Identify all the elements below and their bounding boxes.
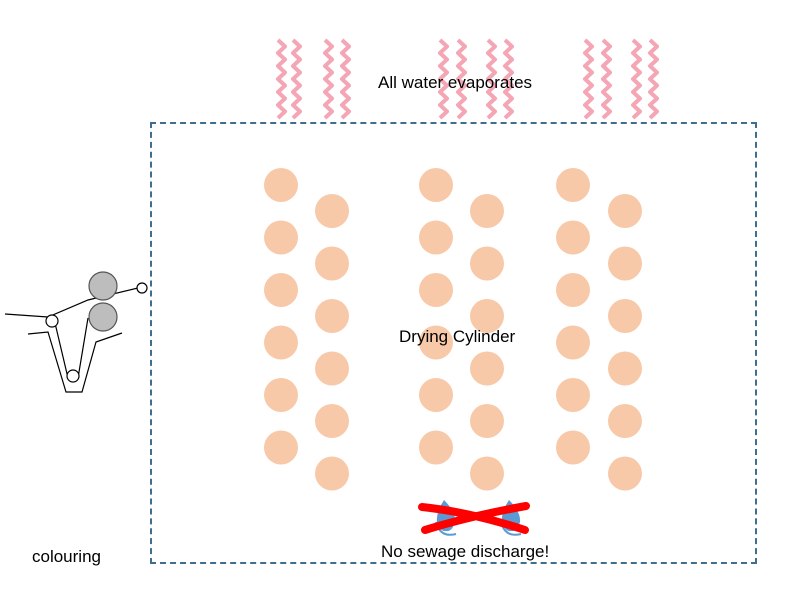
drying-cylinder	[556, 168, 590, 202]
steam-wave	[486, 38, 497, 120]
dryer-boundary	[150, 122, 757, 564]
drying-cylinder	[315, 404, 349, 438]
squeeze-roller-top	[88, 271, 118, 301]
drying-cylinder	[264, 378, 298, 412]
dye-trough	[27, 331, 123, 393]
drying-cylinder	[419, 430, 453, 465]
drying-cylinder	[419, 325, 453, 360]
colouring-label: colouring	[32, 547, 101, 566]
guide-roller-left	[45, 314, 59, 328]
drying-cylinder	[608, 404, 642, 438]
steam-wave	[631, 38, 642, 120]
drying-cylinder	[556, 325, 590, 360]
guide-roller-bottom	[66, 369, 80, 383]
drying-cylinder	[470, 194, 504, 228]
drying-cylinder	[556, 430, 590, 465]
drying-cylinder	[556, 378, 590, 412]
drying-cylinder	[264, 220, 298, 255]
drying-cylinder	[470, 404, 504, 438]
drying-cylinder	[608, 351, 642, 386]
steam-wave	[438, 38, 449, 120]
steam-wave	[340, 38, 351, 120]
steam-wave	[291, 38, 302, 120]
drying-cylinder	[608, 456, 642, 491]
steam-wave	[456, 38, 467, 120]
drying-cylinder	[315, 456, 349, 491]
drying-cylinder	[419, 378, 453, 412]
drying-cylinder	[419, 168, 453, 202]
evaporation-label: All water evaporates	[378, 73, 533, 92]
drying-cylinder	[470, 246, 504, 281]
steam-wave	[648, 38, 659, 120]
drying-cylinder	[556, 273, 590, 307]
drying-cylinder	[419, 220, 453, 255]
drying-cylinder	[315, 351, 349, 386]
colouring-machine-icon	[4, 271, 148, 393]
no-sewage-label: No sewage discharge!	[381, 542, 550, 561]
drying-cylinder	[470, 299, 504, 333]
squeeze-roller-bottom	[88, 302, 118, 332]
drying-cylinder	[264, 273, 298, 307]
drying-cylinder	[470, 351, 504, 386]
steam-wave	[276, 38, 287, 120]
drying-cylinder	[608, 299, 642, 333]
drying-cylinder	[608, 194, 642, 228]
steam-waves	[276, 38, 659, 120]
guide-roller-right	[136, 282, 148, 294]
fabric-into-trough	[54, 317, 89, 379]
drying-cylinder	[315, 194, 349, 228]
drying-cylinder	[264, 430, 298, 465]
fabric-path	[4, 286, 143, 318]
steam-wave	[503, 38, 514, 120]
drying-cylinders	[264, 168, 642, 491]
drying-cylinder	[264, 325, 298, 360]
drying-cylinder	[315, 299, 349, 333]
steam-wave	[323, 38, 334, 120]
drying-cylinder-label: Drying Cylinder	[399, 327, 516, 346]
cross-mark-icon	[418, 502, 530, 534]
drying-cylinder	[419, 273, 453, 307]
drying-cylinder	[556, 220, 590, 255]
steam-wave	[601, 38, 612, 120]
no-water-icon	[418, 500, 530, 536]
steam-wave	[583, 38, 594, 120]
drying-cylinder	[315, 246, 349, 281]
drying-cylinder	[264, 168, 298, 202]
drying-cylinder	[608, 246, 642, 281]
drying-cylinder	[470, 456, 504, 491]
